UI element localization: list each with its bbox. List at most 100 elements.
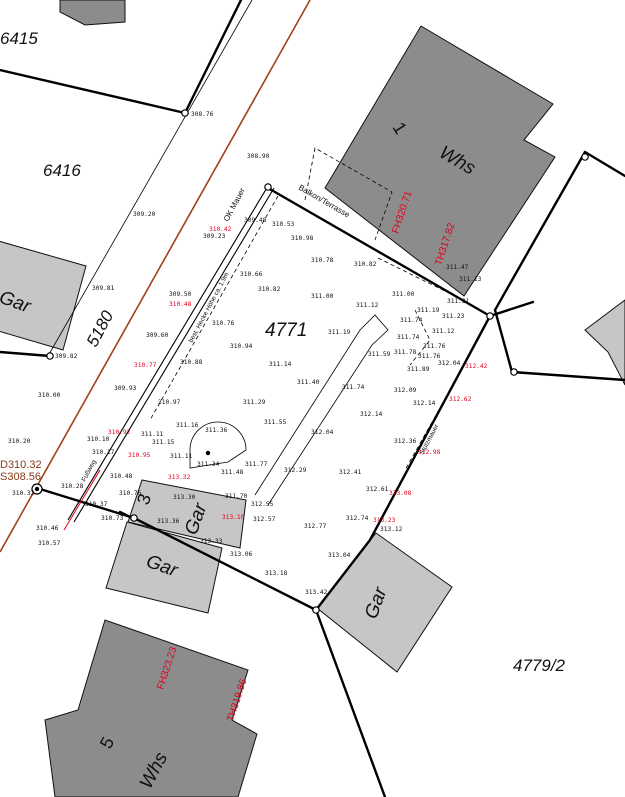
elev-30982: 309.82 [55,353,78,360]
elev-31066: 310.66 [240,271,263,278]
note-left-3: 310.32 [12,490,35,497]
elev-31204b: 312.04 [438,360,461,367]
red-elev-31262: 312.62 [449,396,472,403]
elev-31257: 312.57 [253,516,276,523]
elev-31342: 313.42 [305,589,328,596]
note-hecke: best. Hecke Höhe ca. 1.9m [188,271,231,344]
elev-31116: 311.16 [176,422,199,429]
elev-31255: 312.55 [251,501,274,508]
red-elev-31095: 310.95 [128,452,151,459]
building-gar-lower [105,521,223,614]
building-whs-1 [324,25,556,297]
road-edge-line [47,0,253,357]
elev-31214: 312.14 [360,411,383,418]
elev-31148: 311.48 [221,469,244,476]
elev-31119b: 311.19 [417,307,440,314]
parcel-5180: 5180 [83,307,118,350]
red-elev-31323: 313.23 [373,517,396,524]
elev-31073: 310.73 [101,515,124,522]
elev-31330: 313.30 [173,494,196,501]
building-whs-5 [44,619,258,797]
elev-31277: 312.77 [304,523,327,530]
elev-31076: 310.76 [119,490,142,497]
elev-31000: 310.00 [38,392,61,399]
red-elev-31077: 310.77 [134,362,157,369]
red-elev-31310: 313.10 [222,514,245,521]
elev-30948: 309.48 [244,217,267,224]
building-top-left [59,0,126,26]
elev-31115: 311.15 [152,439,175,446]
elev-31241: 312.41 [339,469,362,476]
note-left-d: D310.32 [0,459,42,471]
elev-30981: 309.81 [92,285,115,292]
elev-31114: 311.14 [269,361,292,368]
elev-31123: 311.23 [442,313,465,320]
parcel-4771: 4771 [265,320,307,341]
parcel-6416: 6416 [43,161,81,180]
elev-31076b: 310.76 [212,320,235,327]
boundary-4779-west [314,608,387,797]
boundary-6416-north [0,68,187,115]
elev-31159: 311.59 [368,351,391,358]
note-fussweg: Fußweg [81,459,98,483]
marker-30876 [181,109,189,117]
elev-31097: 310.97 [158,399,181,406]
elev-31112: 311.12 [356,302,379,309]
elev-31046: 310.46 [36,525,59,532]
elev-31010: 310.10 [87,436,110,443]
elev-31155: 311.55 [264,419,287,426]
red-elev-31308: 313.08 [389,490,412,497]
marker-31342 [312,606,320,614]
elev-31261: 312.61 [366,486,389,493]
boundary-right-lower [510,370,625,382]
elev-31094: 310.94 [230,343,253,350]
elev-31174b: 311.74 [400,317,423,324]
marker-30982 [46,352,54,360]
marker-spiral-center [205,450,211,456]
building-right-edge [584,299,625,386]
elev-30923: 309.23 [203,233,226,240]
boundary-5180-west [0,350,52,358]
elev-31214b: 312.14 [413,400,436,407]
elev-30950: 309.50 [169,291,192,298]
boundary-right-top [583,150,625,178]
elev-31176: 311.76 [423,343,446,350]
elev-31174c: 311.74 [397,334,420,341]
elev-31136: 311.36 [205,427,228,434]
elev-30960: 309.60 [146,332,169,339]
spiral-stair [189,421,247,469]
elev-31336: 313.36 [157,518,180,525]
elev-31111: 311.11 [141,431,164,438]
elev-31147: 311.47 [446,264,469,271]
elevations-layer: 308.76 308.90 309.20 309.81 309.82 310.0… [8,111,482,596]
red-elev-31048: 310.48 [169,301,192,308]
building-gar-3 [127,479,247,549]
elev-31304: 313.04 [328,552,351,559]
elev-31111b: 311.11 [170,453,193,460]
elev-31333: 313.33 [200,538,223,545]
elev-31078: 310.78 [311,257,334,264]
parcel-4779-2: 4779/2 [513,656,566,675]
red-elevations-layer: 310.42 310.48 310.77 310.92 310.95 313.3… [108,226,488,524]
elev-31100: 311.00 [311,293,334,300]
red-elev-31042: 310.42 [209,226,232,233]
elev-31119: 311.19 [328,329,351,336]
elev-31312: 313.12 [380,526,403,533]
markers-layer [31,109,589,614]
elev-31053: 310.53 [272,221,295,228]
elev-31229: 312.29 [284,467,307,474]
elev-31176b: 311.76 [418,353,441,360]
red-elev-31298: 312.98 [418,449,441,456]
walls-layer [63,147,471,531]
boundary-right-parcel [493,150,587,374]
wall-line-1 [67,185,269,521]
elev-31140: 311.40 [297,379,320,386]
elev-31048: 310.48 [110,473,133,480]
elev-31204: 312.04 [311,429,334,436]
elev-31057: 310.57 [38,540,61,547]
elev-30993: 309.93 [114,385,137,392]
elev-31189: 311.89 [407,366,430,373]
